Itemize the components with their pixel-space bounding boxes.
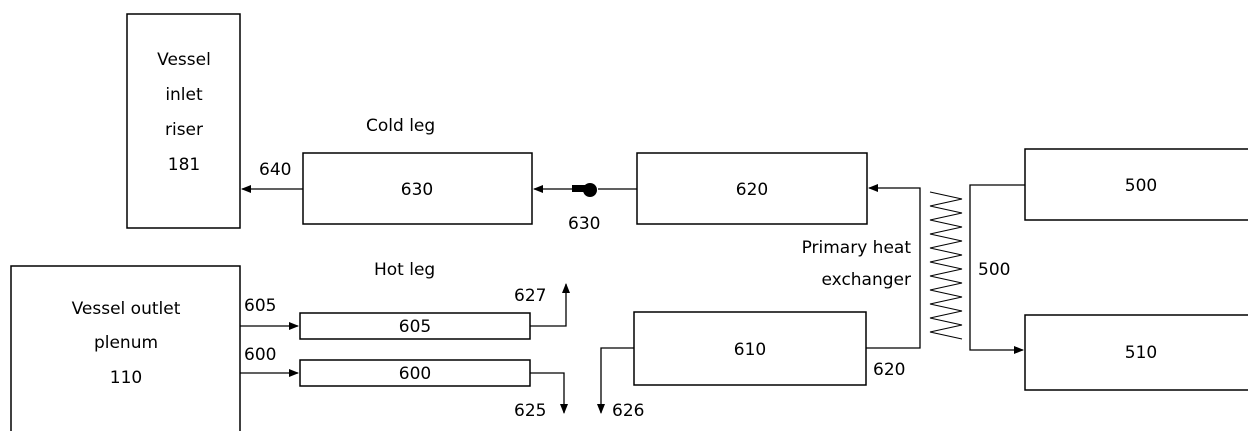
vessel-inlet-riser-line-3: riser <box>165 120 203 140</box>
block-510-label: 510 <box>1125 343 1157 363</box>
hot-leg-600-label: 600 <box>399 364 431 384</box>
vessel-inlet-riser-line-1: Vessel <box>157 50 211 70</box>
vessel-inlet-riser-block: Vessel inlet riser 181 <box>126 13 241 229</box>
vessel-outlet-plenum-block: Vessel outlet plenum 110 <box>10 265 241 431</box>
junction-627-arrow <box>530 283 570 327</box>
junction-label-600: 600 <box>244 345 276 365</box>
junction-label-630: 630 <box>568 214 600 234</box>
block-610: 610 <box>633 311 867 386</box>
junction-label-627: 627 <box>514 286 546 306</box>
cold-leg-block-630: 630 <box>302 152 533 225</box>
vessel-inlet-riser-line-4: 181 <box>168 155 200 175</box>
junction-500-line <box>969 184 1025 354</box>
block-500-label: 500 <box>1125 176 1157 196</box>
block-500: 500 <box>1024 148 1248 221</box>
vessel-outlet-plenum-line-1: Vessel outlet <box>72 299 181 319</box>
vessel-outlet-plenum-line-2: plenum <box>94 333 158 353</box>
junction-620-line <box>866 184 921 349</box>
junction-label-605: 605 <box>244 296 276 316</box>
junction-label-620: 620 <box>873 360 905 380</box>
cold-leg-block-label: 630 <box>401 180 433 200</box>
junction-label-500: 500 <box>978 260 1010 280</box>
hot-leg-block-605: 605 <box>299 312 531 340</box>
primary-hx-caption-line-1: Primary heat <box>802 238 912 258</box>
hot-leg-caption: Hot leg <box>374 260 435 280</box>
heat-exchanger-coil-icon <box>929 191 963 340</box>
junction-label-625: 625 <box>514 401 546 421</box>
vessel-outlet-plenum-line-3: 110 <box>110 368 142 388</box>
block-620-label: 620 <box>736 180 768 200</box>
vessel-inlet-riser-line-2: inlet <box>165 85 203 105</box>
hot-leg-605-label: 605 <box>399 317 431 337</box>
pump-icon <box>572 183 597 197</box>
block-620: 620 <box>636 152 868 225</box>
block-510: 510 <box>1024 314 1248 391</box>
junction-label-640: 640 <box>259 160 291 180</box>
cold-leg-caption: Cold leg <box>366 116 435 136</box>
junction-626-arrow <box>597 347 634 414</box>
junction-label-626: 626 <box>612 401 644 421</box>
block-610-label: 610 <box>734 340 766 360</box>
primary-hx-caption-line-2: exchanger <box>822 270 911 290</box>
junction-625-arrow <box>530 372 568 414</box>
hot-leg-block-600: 600 <box>299 359 531 387</box>
